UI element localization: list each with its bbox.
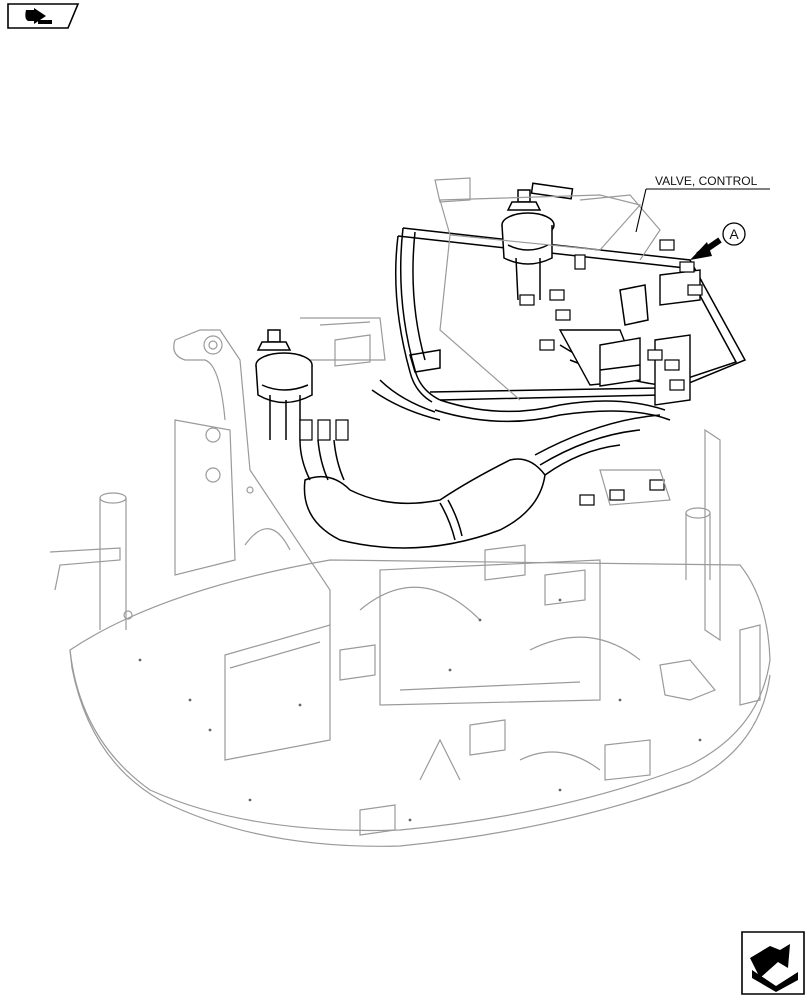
next-page-arrow-icon[interactable] [741, 931, 805, 995]
view-a-indicator [690, 222, 746, 260]
valve-control-leader [635, 188, 770, 233]
valve-control-label: VALVE, CONTROL [655, 174, 758, 188]
plate-bolt-holes [138, 598, 702, 822]
left-pilot-valve [255, 329, 313, 440]
main-valve-body-outline [434, 177, 671, 506]
hydraulic-hose-bundle [299, 227, 747, 549]
right-pilot-valve [501, 182, 574, 301]
page-nav-arrow-icon[interactable] [7, 3, 80, 29]
upper-frame-plate [49, 317, 771, 847]
hose-fittings [299, 239, 703, 506]
view-a-label: A [729, 226, 739, 242]
